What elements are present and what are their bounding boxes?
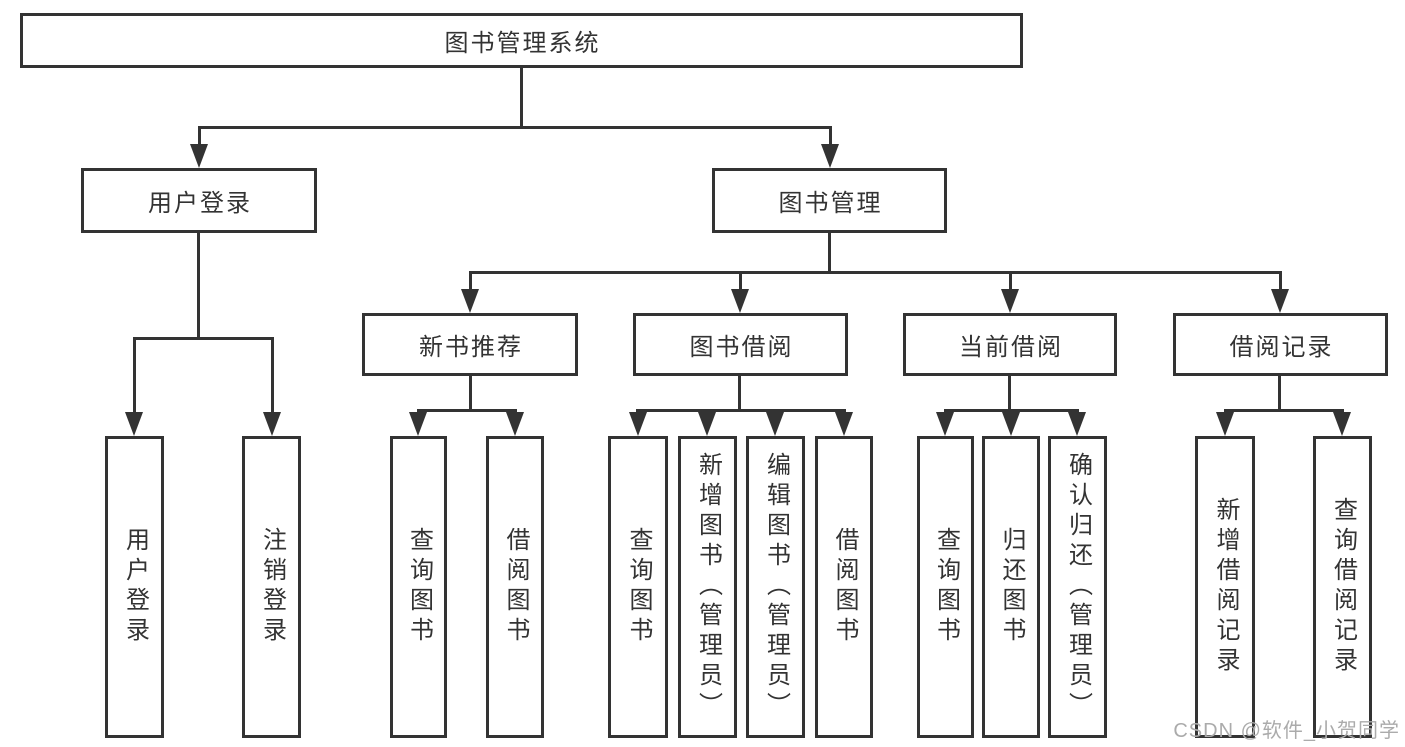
leaf-confirm-return-admin: 确认归还（管理员） [1048,436,1107,738]
arrow-down-icon [1333,409,1351,436]
arrow-down-icon [629,409,647,436]
connector-new-books-branch [417,409,516,412]
connector-book-borrow-branch [636,409,846,412]
leaf-label: 查询图书 [405,527,433,647]
leaf-query-borrow-record: 查询借阅记录 [1313,436,1372,738]
csdn-watermark: CSDN @软件_小贺同学 [1173,720,1400,742]
arrow-down-icon [936,409,954,436]
leaf-label: 新增借阅记录 [1212,497,1239,677]
leaf-add-books-admin: 新增图书（管理员） [678,436,737,738]
leaf-logout: 注销登录 [242,436,301,738]
arrow-down-icon [263,337,281,436]
leaf-borrow-books: 借阅图书 [815,436,873,738]
leaf-label: 注销登录 [258,527,286,647]
leaf-label: 查询借阅记录 [1329,497,1357,677]
leaf-label: 借阅图书 [502,527,529,647]
leaf-add-borrow-record: 新增借阅记录 [1195,436,1255,738]
leaf-label: 新增图书（管理员） [694,452,722,722]
arrow-down-icon [698,409,716,436]
node-library-system: 图书管理系统 [20,13,1023,68]
arrow-down-icon [506,409,524,436]
leaf-label: 查询图书 [932,527,960,647]
connector-book-borrow-stem [738,376,741,411]
leaf-label: 归还图书 [998,527,1025,647]
connector-root-stem [520,68,523,128]
node-book-borrowing: 图书借阅 [633,313,848,376]
leaf-label: 查询图书 [625,527,652,647]
leaf-query-books-recommend: 查询图书 [390,436,447,738]
node-current-borrowing: 当前借阅 [903,313,1117,376]
arrow-down-icon [1001,271,1019,313]
node-user-login: 用户登录 [81,168,317,233]
node-label: 当前借阅 [959,334,1063,361]
arrow-down-icon [821,126,839,168]
leaf-label: 编辑图书（管理员） [762,452,790,722]
connector-book-mgmt-stem [828,233,831,273]
leaf-query-books-current: 查询图书 [917,436,974,738]
connector-level3-branch [469,271,1282,274]
arrow-down-icon [1271,271,1289,313]
connector-user-login-stem [197,233,200,340]
arrow-down-icon [1216,409,1234,436]
arrow-down-icon [766,409,784,436]
leaf-return-books: 归还图书 [982,436,1040,738]
node-label: 用户登录 [148,190,252,217]
connector-borrow-records-stem [1278,376,1281,411]
node-borrowing-records: 借阅记录 [1173,313,1388,376]
arrow-down-icon [190,126,208,168]
arrow-down-icon [835,409,853,436]
connector-level2-branch [198,126,831,129]
arrow-down-icon [409,409,427,436]
connector-user-login-branch [133,337,274,340]
leaf-borrow-books-recommend: 借阅图书 [486,436,544,738]
node-label: 新书推荐 [419,334,523,361]
node-label: 图书借阅 [689,334,794,361]
arrow-down-icon [1068,409,1086,436]
leaf-user-login: 用户登录 [105,436,164,738]
arrow-down-icon [731,271,749,313]
arrow-down-icon [125,337,143,436]
leaf-query-books-borrow: 查询图书 [608,436,668,738]
connector-new-books-stem [469,376,472,411]
leaf-edit-books-admin: 编辑图书（管理员） [746,436,805,738]
leaf-label: 用户登录 [121,527,149,647]
node-new-book-recommend: 新书推荐 [362,313,578,376]
arrow-down-icon [461,271,479,313]
leaf-label: 确认归还（管理员） [1064,452,1092,722]
node-label: 借阅记录 [1229,334,1334,361]
arrow-down-icon [1002,409,1020,436]
node-label: 图书管理 [778,190,883,217]
node-book-management: 图书管理 [712,168,947,233]
connector-borrow-records-branch [1224,409,1344,412]
connector-current-borrow-stem [1008,376,1011,411]
leaf-label: 借阅图书 [831,527,858,647]
node-label: 图书管理系统 [444,30,601,57]
